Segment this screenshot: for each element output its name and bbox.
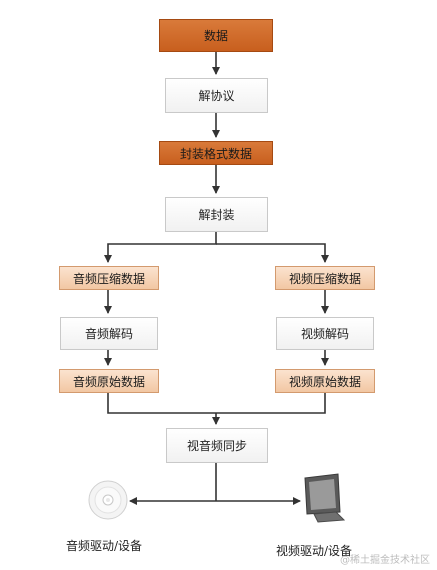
merge-line <box>107 393 326 414</box>
node-deprotocol: 解协议 <box>165 78 268 113</box>
node-audio-raw: 音频原始数据 <box>59 369 159 393</box>
monitor-icon <box>304 473 346 523</box>
split-line-right <box>216 243 329 263</box>
node-video-compressed: 视频压缩数据 <box>275 266 375 290</box>
node-video-raw: 视频原始数据 <box>275 369 375 393</box>
split-line <box>104 232 217 263</box>
node-data: 数据 <box>159 19 273 52</box>
watermark: @稀土掘金技术社区 <box>340 555 430 566</box>
audio-device-label: 音频驱动/设备 <box>66 539 143 553</box>
node-container-data: 封装格式数据 <box>159 141 273 165</box>
node-audio-decode: 音频解码 <box>60 317 158 350</box>
node-demux: 解封装 <box>165 197 268 232</box>
node-video-decode: 视频解码 <box>276 317 374 350</box>
node-audio-compressed: 音频压缩数据 <box>59 266 159 290</box>
node-av-sync: 视音频同步 <box>166 428 268 463</box>
video-device-label: 视频驱动/设备 <box>276 544 353 558</box>
cd-disc-icon <box>88 480 128 520</box>
